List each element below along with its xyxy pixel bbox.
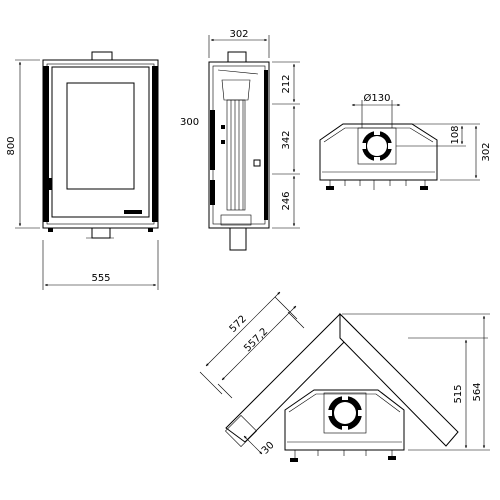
corner-outer-label: 572 xyxy=(228,314,249,335)
corner-outer-dim xyxy=(205,291,281,367)
corner-inner-dim xyxy=(221,305,297,381)
flue-diameter-label: Ø130 xyxy=(364,92,391,104)
side-bottom-label: 246 xyxy=(281,191,292,210)
corner-wall-dim xyxy=(243,435,263,455)
top-depth-label: 302 xyxy=(481,142,492,161)
corner-inner-label: 557,2 xyxy=(242,326,270,354)
front-glass xyxy=(66,82,135,190)
front-body xyxy=(42,59,159,229)
corner-inner-depth-label: 515 xyxy=(453,384,464,403)
front-flue-collar xyxy=(91,51,113,61)
corner-outer-depth-label: 564 xyxy=(472,382,483,401)
front-right-post xyxy=(152,66,158,222)
side-width-label: 302 xyxy=(229,29,248,40)
corner-view: 572 557,2 30 515 564 xyxy=(199,291,490,462)
front-left-post xyxy=(43,66,49,222)
front-bottom-flue xyxy=(91,227,111,239)
side-depth-label: 300 xyxy=(180,117,199,128)
brand-plate xyxy=(124,210,142,214)
side-mid-label: 342 xyxy=(281,130,292,149)
front-door-frame xyxy=(51,66,150,218)
front-width-label: 555 xyxy=(91,273,110,284)
corner-wall-label: 30 xyxy=(260,440,277,457)
front-view: 800 555 xyxy=(6,51,159,290)
top-view: Ø130 108 302 xyxy=(319,92,492,190)
front-height-label: 800 xyxy=(6,136,17,155)
side-top-label: 212 xyxy=(281,74,292,93)
door-handle xyxy=(49,178,52,190)
flue-offset-label: 108 xyxy=(450,125,461,144)
side-view: 302 300 212 342 246 xyxy=(180,29,300,251)
